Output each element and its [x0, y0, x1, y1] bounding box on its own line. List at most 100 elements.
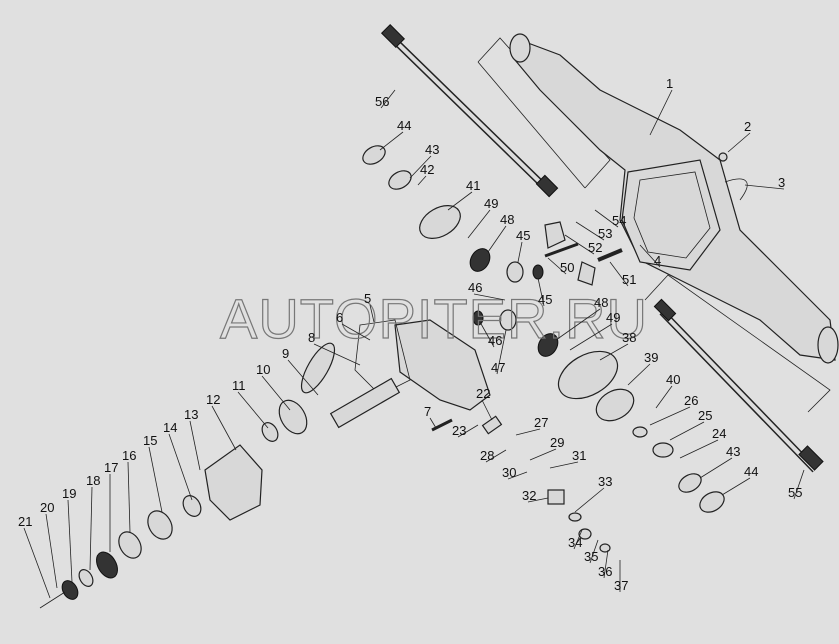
- callout-50: 50: [560, 260, 574, 275]
- callout-47: 47: [491, 360, 505, 375]
- leader-line: [589, 539, 599, 564]
- leader-line: [609, 261, 629, 287]
- leader-line: [481, 399, 493, 421]
- callout-35: 35: [584, 549, 598, 564]
- leader-line: [369, 304, 375, 323]
- leader-line: [287, 359, 319, 396]
- leader-line: [599, 343, 629, 361]
- callout-44: 44: [397, 118, 411, 133]
- leader-line: [564, 234, 595, 255]
- leader-line: [261, 375, 291, 411]
- leader-line: [168, 433, 193, 501]
- leader-line: [537, 277, 545, 307]
- callout-46: 46: [468, 280, 482, 295]
- callout-55: 55: [788, 485, 802, 500]
- callout-33: 33: [598, 474, 612, 489]
- callout-22: 22: [476, 386, 490, 401]
- callout-7: 7: [424, 404, 431, 419]
- leader-line: [793, 469, 805, 500]
- callout-26: 26: [684, 393, 698, 408]
- callout-48: 48: [500, 212, 514, 227]
- callout-46: 46: [488, 333, 502, 348]
- half-shaft-56: [380, 23, 559, 198]
- callout-1: 1: [666, 76, 673, 91]
- leader-line: [527, 497, 549, 503]
- leader-line: [409, 155, 432, 179]
- callout-51: 51: [622, 272, 636, 287]
- leader-line: [547, 257, 567, 275]
- leader-line: [429, 417, 437, 429]
- callout-27: 27: [534, 415, 548, 430]
- leader-line: [496, 329, 507, 375]
- callout-29: 29: [550, 435, 564, 450]
- callout-4: 4: [654, 253, 661, 268]
- leader-line: [649, 406, 691, 426]
- callout-13: 13: [184, 407, 198, 422]
- leader-line: [473, 293, 506, 301]
- leader-line: [67, 499, 73, 583]
- callout-37: 37: [614, 578, 628, 593]
- leader-line: [89, 486, 93, 571]
- leader-line: [507, 471, 528, 480]
- callout-11: 11: [232, 378, 246, 393]
- watermark-text: AUTOPITER.RU: [220, 287, 648, 350]
- leader-line: [679, 439, 719, 459]
- callout-3: 3: [778, 175, 785, 190]
- leader-line: [549, 461, 579, 469]
- callout-43: 43: [726, 444, 740, 459]
- leader-line: [555, 308, 601, 341]
- callout-6: 6: [336, 310, 343, 325]
- leader-line: [417, 175, 427, 186]
- leader-line: [575, 221, 605, 241]
- callout-12: 12: [206, 392, 220, 407]
- callout-10: 10: [256, 362, 270, 377]
- callout-40: 40: [666, 372, 680, 387]
- leader-line: [379, 131, 404, 151]
- leader-line: [569, 323, 613, 351]
- leader-line: [573, 529, 583, 550]
- callout-28: 28: [480, 448, 494, 463]
- leader-line: [467, 209, 491, 239]
- leader-line: [627, 363, 651, 386]
- callout-14: 14: [163, 420, 177, 435]
- leader-line: [744, 184, 785, 190]
- callout-48: 48: [594, 295, 608, 310]
- leader-line: [479, 321, 495, 348]
- callout-34: 34: [568, 535, 582, 550]
- leader-line: [45, 513, 58, 589]
- leader-line: [529, 448, 557, 461]
- leader-line: [380, 89, 396, 109]
- leader-line: [669, 421, 705, 441]
- main-reducer-housing: [39, 319, 491, 609]
- leader-line: [727, 132, 751, 153]
- leader-line: [237, 391, 269, 429]
- callout-49: 49: [484, 196, 498, 211]
- callout-49: 49: [606, 310, 620, 325]
- callout-43: 43: [425, 142, 439, 157]
- axle-housing-1: [509, 33, 839, 364]
- callout-2: 2: [744, 119, 751, 134]
- half-shaft-55: [653, 298, 824, 473]
- leader-line: [211, 405, 237, 451]
- leader-line: [447, 191, 473, 211]
- callout-20: 20: [40, 500, 54, 515]
- leader-line: [603, 549, 609, 579]
- callout-42: 42: [420, 162, 434, 177]
- leader-line: [649, 89, 673, 136]
- leader-line: [127, 461, 131, 533]
- leader-line: [487, 225, 507, 253]
- callout-44: 44: [744, 464, 758, 479]
- callout-41: 41: [466, 178, 480, 193]
- leader-line: [148, 446, 163, 513]
- callout-45: 45: [516, 228, 530, 243]
- callout-39: 39: [644, 350, 658, 365]
- callout-24: 24: [712, 426, 726, 441]
- callout-53: 53: [598, 226, 612, 241]
- leader-line: [721, 477, 751, 496]
- callout-19: 19: [62, 486, 76, 501]
- leader-line: [517, 241, 523, 263]
- callout-36: 36: [598, 564, 612, 579]
- callout-54: 54: [612, 213, 626, 228]
- leader-line: [699, 457, 733, 479]
